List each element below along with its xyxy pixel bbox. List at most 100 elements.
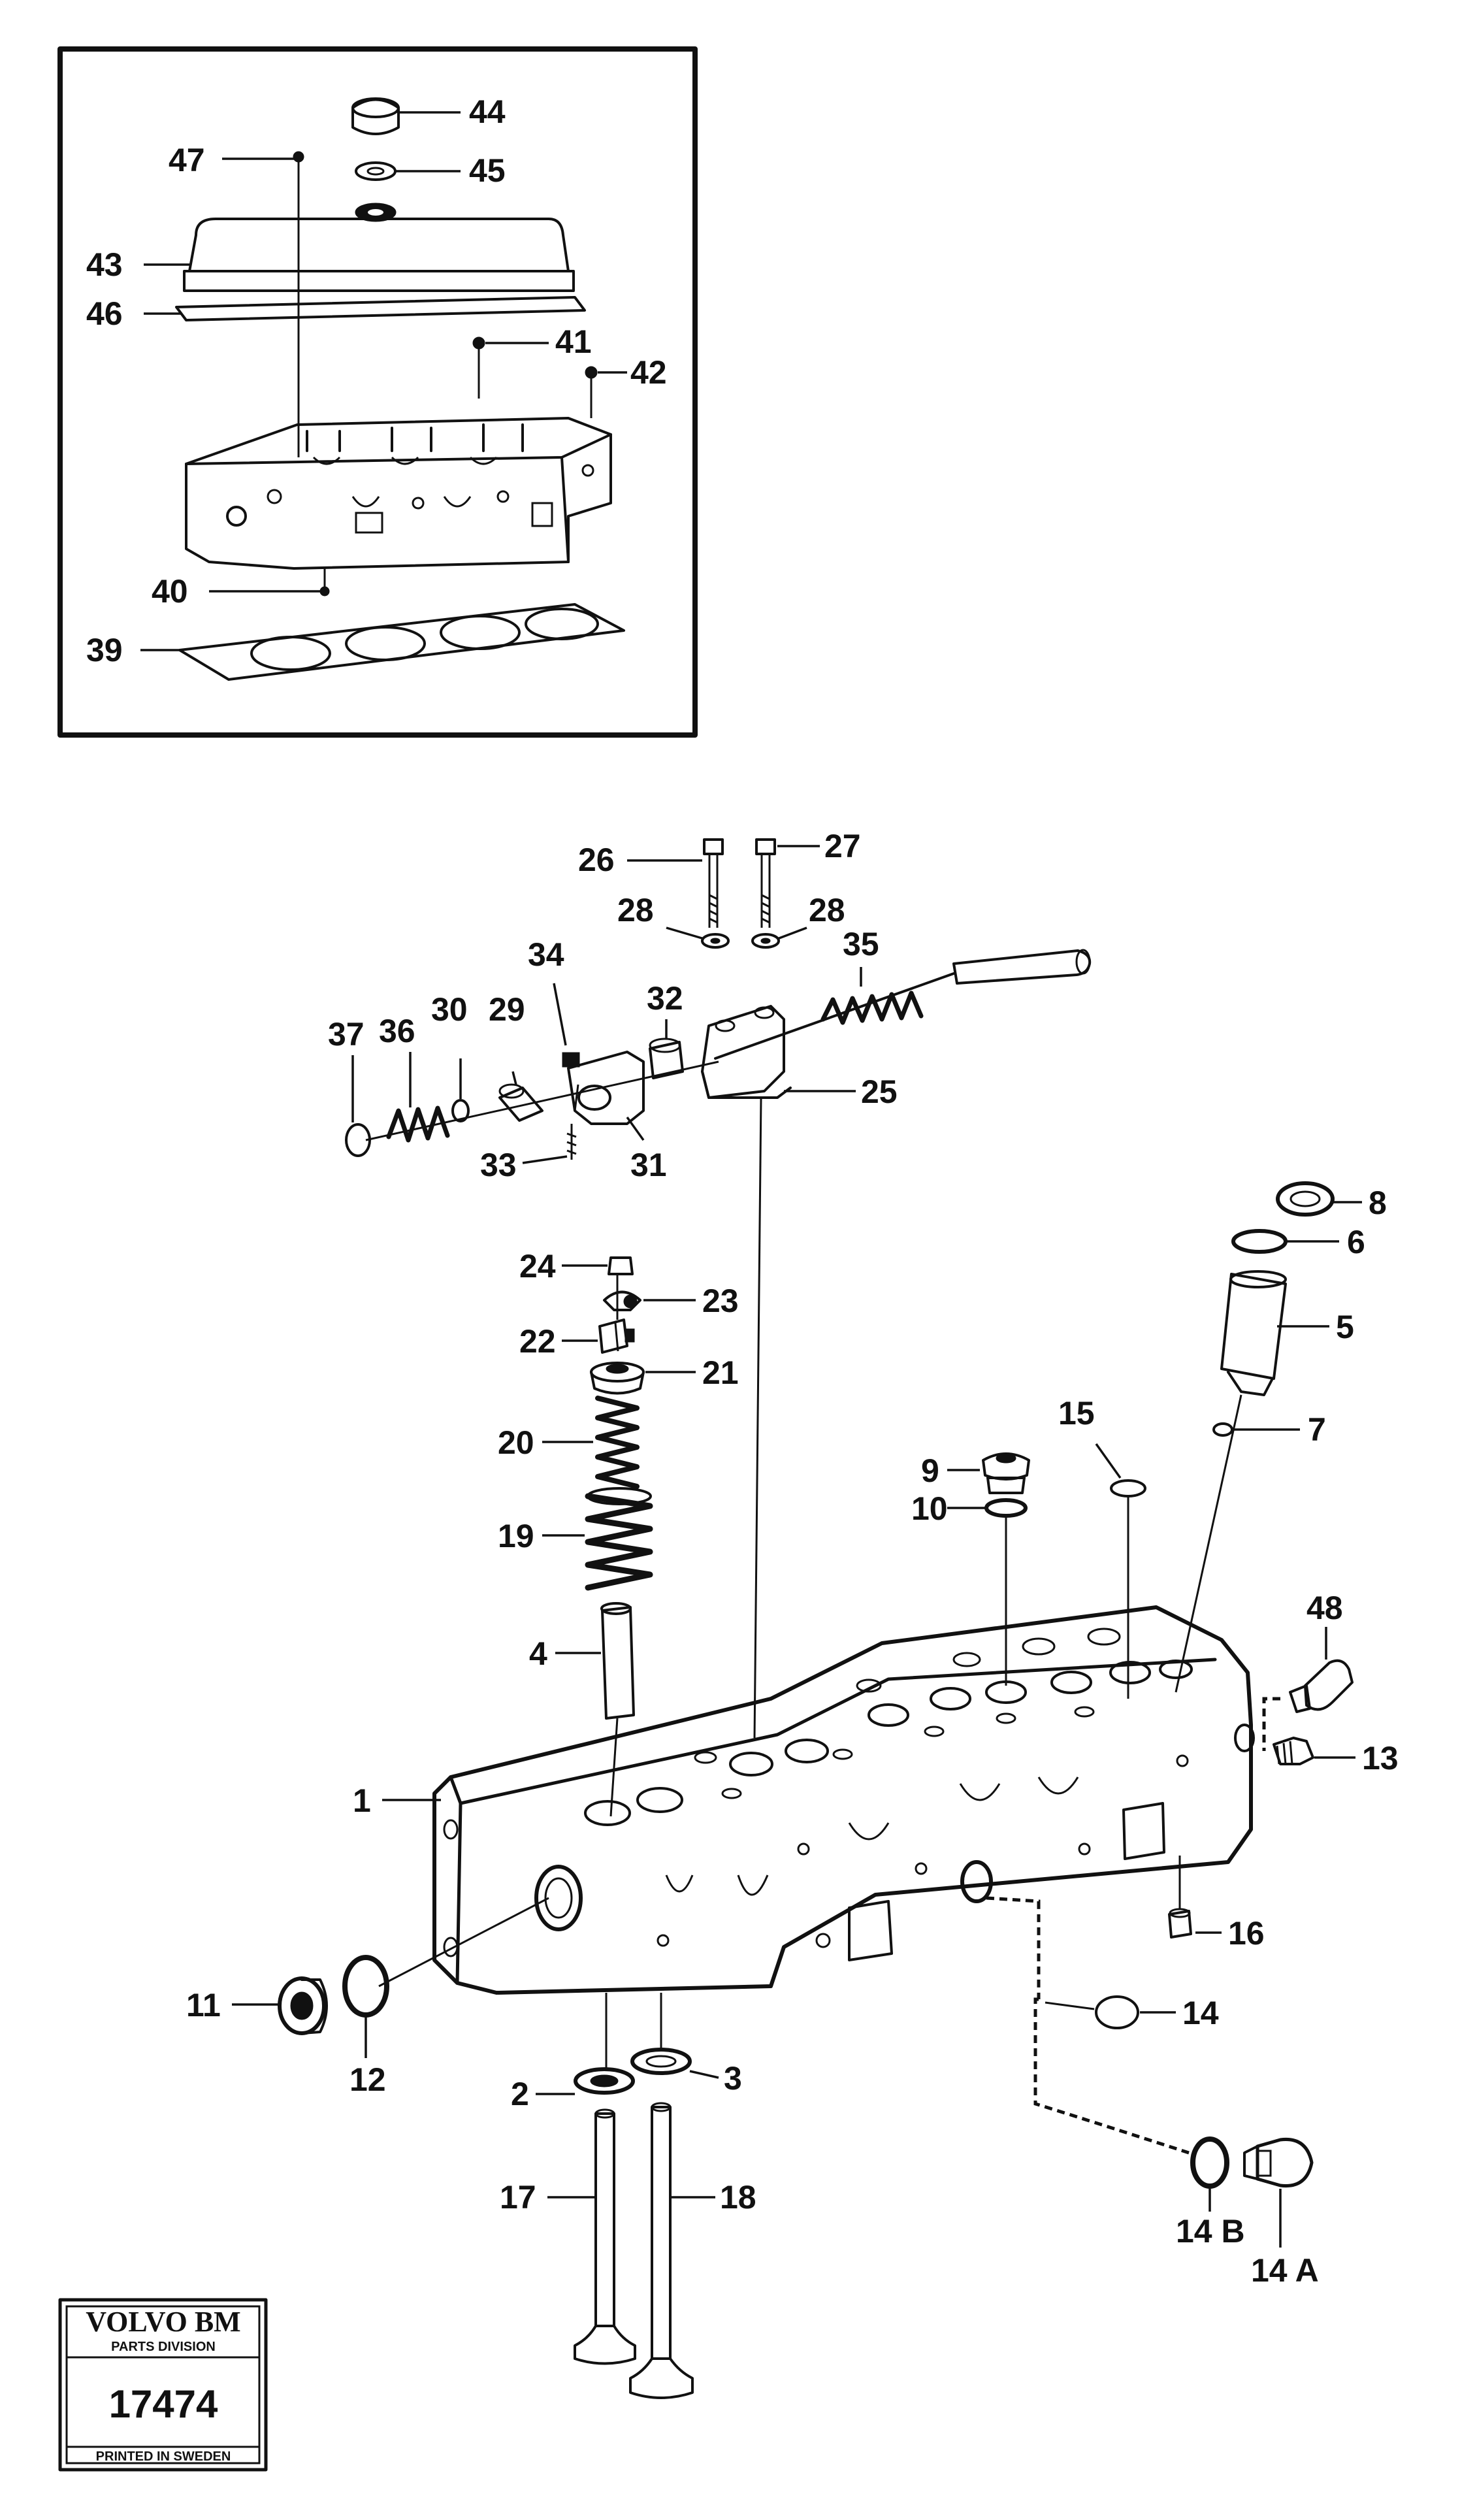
o-ring-12 — [342, 1955, 389, 2058]
circlip-37 — [345, 1055, 371, 1157]
bracket-bolt-27 — [755, 838, 820, 928]
bushing-29 — [498, 1071, 543, 1122]
label-10: 10 — [911, 1490, 948, 1527]
label-14a: 14 A — [1251, 2252, 1319, 2289]
cap-washer — [355, 161, 461, 222]
cover-bolt-42 — [585, 366, 627, 418]
cylinder-head-small — [185, 417, 612, 570]
spacer-32 — [649, 1019, 684, 1079]
valve-seat-2 — [536, 2067, 635, 2095]
label-37: 37 — [328, 1016, 365, 1053]
label-42: 42 — [630, 354, 667, 391]
stamp-division: PARTS DIVISION — [111, 2340, 216, 2354]
label-30: 30 — [431, 991, 468, 1028]
rocker-spring-35 — [820, 967, 924, 1025]
bracket-bolt-26 — [627, 838, 724, 928]
label-20: 20 — [498, 1424, 534, 1461]
valve-cover — [144, 218, 575, 292]
label-33: 33 — [480, 1147, 517, 1183]
adjusting-screw — [522, 1124, 577, 1164]
label-36: 36 — [379, 1013, 415, 1049]
dowel-pin — [209, 568, 330, 597]
valve-rotator-23 — [603, 1290, 696, 1311]
label-19: 19 — [498, 1518, 534, 1554]
cover-bolt-41 — [472, 336, 549, 399]
cover-stud — [222, 151, 304, 457]
washer-30 — [451, 1058, 470, 1122]
rocker-spring-36 — [386, 1052, 450, 1143]
label-21: 21 — [702, 1354, 739, 1391]
label-31: 31 — [630, 1147, 667, 1183]
plug-16 — [1168, 1856, 1222, 1939]
label-24: 24 — [519, 1248, 556, 1285]
label-23: 23 — [702, 1283, 739, 1319]
label-26: 26 — [578, 842, 615, 878]
injector-ring-8 — [1276, 1181, 1362, 1217]
label-1: 1 — [353, 1782, 371, 1819]
valve-guide-4 — [555, 1602, 635, 1720]
core-plug-14 — [1095, 1995, 1176, 2029]
label-25: 25 — [861, 1073, 898, 1110]
valve-collets-22 — [562, 1318, 635, 1354]
label-6: 6 — [1347, 1224, 1365, 1260]
injector-seal-6 — [1231, 1229, 1339, 1254]
label-14: 14 — [1182, 1995, 1219, 2031]
valve-spring-assembly — [542, 1256, 696, 1817]
washer-28-right — [751, 926, 807, 949]
label-7: 7 — [1308, 1411, 1326, 1448]
label-11: 11 — [186, 1987, 221, 2023]
injector-washer-7 — [1212, 1422, 1300, 1437]
label-32: 32 — [647, 980, 683, 1017]
label-35: 35 — [843, 926, 879, 962]
o-ring-15 — [1095, 1443, 1146, 1699]
label-39: 39 — [86, 632, 123, 668]
valve-seat-3 — [630, 2048, 719, 2079]
label-8: 8 — [1369, 1185, 1387, 1221]
label-29: 29 — [489, 991, 525, 1028]
label-45: 45 — [469, 152, 506, 189]
label-47: 47 — [169, 142, 205, 178]
label-48: 48 — [1306, 1590, 1343, 1626]
cylinder-head — [382, 1605, 1255, 1995]
part-labels: 44 45 47 43 46 41 42 40 39 26 27 28 28 3… — [86, 93, 1399, 2289]
label-15: 15 — [1058, 1395, 1095, 1432]
stamp-number: 17474 — [109, 2382, 218, 2426]
volvo-bm-stamp: VOLVO BM PARTS DIVISION 17474 PRINTED IN… — [58, 2298, 268, 2472]
inset-valve-cover-assembly — [57, 46, 698, 738]
valve-cap-24 — [562, 1256, 634, 1275]
stamp-brand: VOLVO BM — [86, 2306, 240, 2338]
head-gasket — [140, 603, 625, 681]
plug-14a — [1243, 2137, 1314, 2248]
washer-28-left — [666, 926, 730, 949]
label-44: 44 — [469, 93, 506, 130]
label-4: 4 — [529, 1635, 547, 1672]
outer-valve-spring-19 — [542, 1487, 653, 1591]
label-14b: 14 B — [1176, 2213, 1245, 2250]
inner-valve-spring-20 — [542, 1396, 640, 1489]
spring-retainer-21 — [590, 1362, 696, 1395]
label-27: 27 — [824, 828, 861, 864]
valve-18 — [629, 2102, 715, 2399]
label-46: 46 — [86, 295, 123, 332]
plug-13 — [1273, 1737, 1355, 1765]
label-5: 5 — [1336, 1309, 1354, 1345]
oil-filler-cap — [351, 97, 461, 135]
label-18: 18 — [720, 2179, 756, 2216]
stamp-printed: PRINTED IN SWEDEN — [96, 2449, 231, 2464]
washer-14b — [1190, 2136, 1229, 2212]
label-41: 41 — [555, 323, 592, 360]
elbow-fitting-48 — [1289, 1627, 1354, 1713]
label-16: 16 — [1228, 1915, 1265, 1952]
rocker-bracket — [701, 1005, 856, 1099]
cover-gasket — [144, 296, 586, 321]
rocker-arm — [567, 1051, 645, 1141]
label-28-left: 28 — [617, 892, 654, 928]
label-22: 22 — [519, 1323, 556, 1360]
label-17: 17 — [500, 2179, 536, 2216]
plug-9 — [947, 1452, 1030, 1494]
label-12: 12 — [349, 2061, 386, 2098]
label-34: 34 — [528, 936, 564, 973]
label-43: 43 — [86, 246, 123, 283]
